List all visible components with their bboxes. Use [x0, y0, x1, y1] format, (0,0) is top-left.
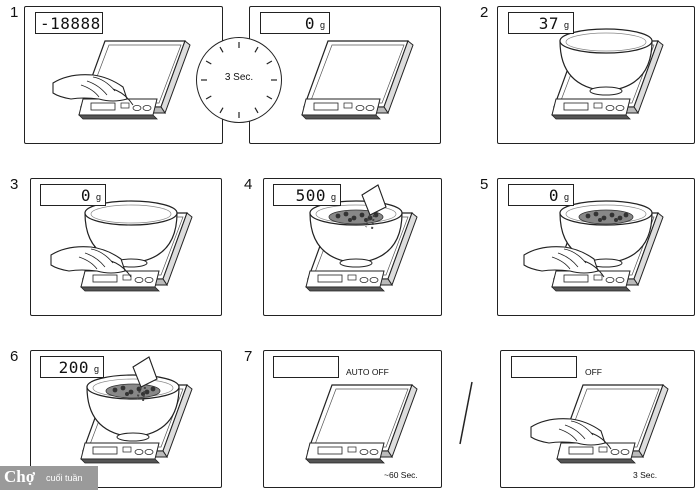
scale-display: 0 g: [508, 184, 574, 206]
display-value: 0: [304, 14, 315, 33]
scale-display-blank: [273, 356, 339, 378]
step4-panel-add: 500 g: [263, 178, 442, 316]
clock-tick: [205, 95, 212, 100]
clock-tick: [266, 60, 273, 65]
clock-tick: [205, 60, 212, 65]
clock-tick: [266, 95, 273, 100]
watermark-logo: Chợ cuối tuần: [0, 466, 98, 490]
timer-label: 3 Sec.: [224, 72, 254, 83]
clock-tick: [254, 107, 259, 114]
display-unit: g: [95, 192, 101, 202]
off-time-label: 3 Sec.: [633, 470, 658, 480]
display-unit: g: [563, 192, 569, 202]
display-unit: g: [330, 192, 336, 202]
scale-display: 0 g: [40, 184, 106, 206]
step-number-7: 7: [244, 348, 253, 365]
step-number-3: 3: [10, 176, 19, 193]
step6-panel-add: 200 g: [30, 350, 222, 488]
display-value: 37: [538, 14, 559, 33]
display-unit: g: [563, 20, 569, 30]
clock-tick: [219, 46, 224, 53]
step2-panel-bowl: 37 g: [497, 6, 695, 144]
display-value: 0: [80, 186, 91, 205]
divider-slash: [459, 381, 473, 445]
auto-off-time-label: ~60 Sec.: [384, 470, 418, 480]
display-value: 500: [295, 186, 326, 205]
step-number-6: 6: [10, 348, 19, 365]
display-unit: g: [93, 364, 99, 374]
step-number-5: 5: [480, 176, 489, 193]
display-value: 0: [548, 186, 559, 205]
step-number-2: 2: [480, 4, 489, 21]
scale-display-blank: [511, 356, 577, 378]
scale-display: 0 g: [260, 12, 330, 34]
display-unit: g: [319, 20, 325, 30]
step1-panel-power-on: -18888: [24, 6, 223, 144]
auto-off-label: AUTO OFF: [346, 367, 389, 377]
watermark-subtitle: cuối tuần: [46, 473, 83, 483]
step7-panel-manual-off: OFF 3 Sec.: [500, 350, 695, 488]
timer-clock-icon: 3 Sec.: [196, 37, 282, 123]
clock-tick: [254, 46, 259, 53]
step7-panel-auto-off: AUTO OFF ~60 Sec.: [263, 350, 442, 488]
scale-display: 500 g: [273, 184, 341, 206]
display-value: 200: [58, 358, 89, 377]
scale-display: 200 g: [40, 356, 104, 378]
step-number-4: 4: [244, 176, 253, 193]
watermark-brand: Chợ: [4, 467, 36, 486]
clock-tick: [219, 107, 224, 114]
scale-display: 37 g: [508, 12, 574, 34]
scale-display: -18888: [35, 12, 103, 34]
step-number-1: 1: [10, 4, 19, 21]
step3-panel-tare: 0 g: [30, 178, 222, 316]
step5-panel-tare: 0 g: [497, 178, 695, 316]
display-value: -18888: [40, 14, 101, 33]
off-label: OFF: [585, 367, 602, 377]
